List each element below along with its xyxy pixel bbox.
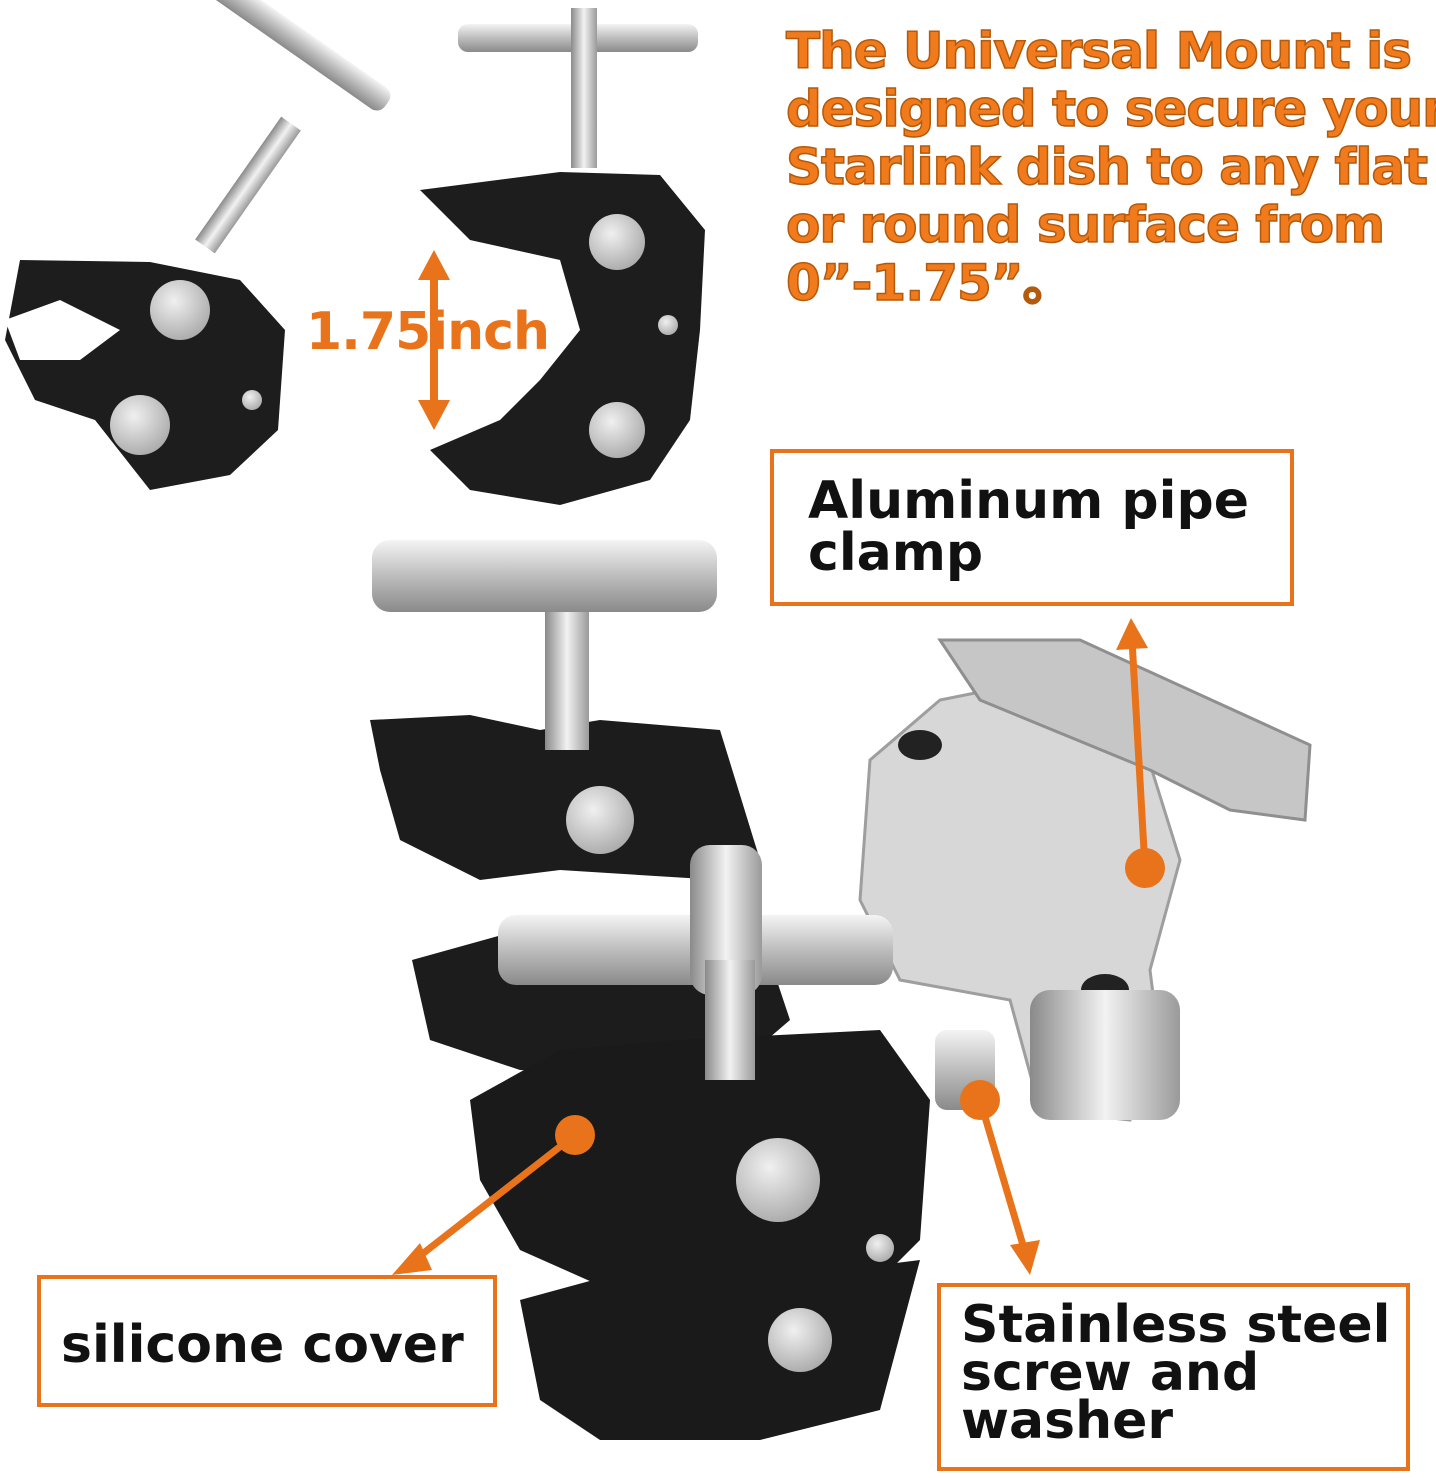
callout-screw-washer: Stainless steel screw and washer <box>937 1283 1410 1471</box>
dimension-label: 1.75inch <box>306 302 550 362</box>
callout-pipe-clamp-line-1: Aluminum pipe <box>808 471 1249 531</box>
callout-screw-line-3: washer <box>961 1391 1174 1451</box>
headline-line-4: or round surface from <box>785 195 1386 255</box>
callout-pipe-clamp-line-2: clamp <box>808 523 984 583</box>
headline-line-5: 0”-1.75”。 <box>785 253 1073 313</box>
headline-line-1: The Universal Mount is <box>785 21 1413 81</box>
callout-silicone-cover: silicone cover <box>37 1275 497 1407</box>
callout-pointers <box>392 618 1165 1275</box>
headline-line-3: Starlink dish to any flat <box>785 137 1429 197</box>
callout-screw-line-1: Stainless steel <box>961 1295 1391 1355</box>
small-clamp-open <box>5 0 391 490</box>
callout-pipe-clamp: Aluminum pipe clamp <box>770 449 1294 606</box>
small-clamp-closed <box>418 8 705 505</box>
callout-silicone-line-1: silicone cover <box>61 1315 464 1375</box>
headline-text: The Universal Mount is designed to secur… <box>785 21 1436 313</box>
headline-line-2: designed to secure your <box>785 79 1436 139</box>
callout-screw-line-2: screw and <box>961 1343 1260 1403</box>
main-clamp-assembly <box>370 540 1312 1440</box>
